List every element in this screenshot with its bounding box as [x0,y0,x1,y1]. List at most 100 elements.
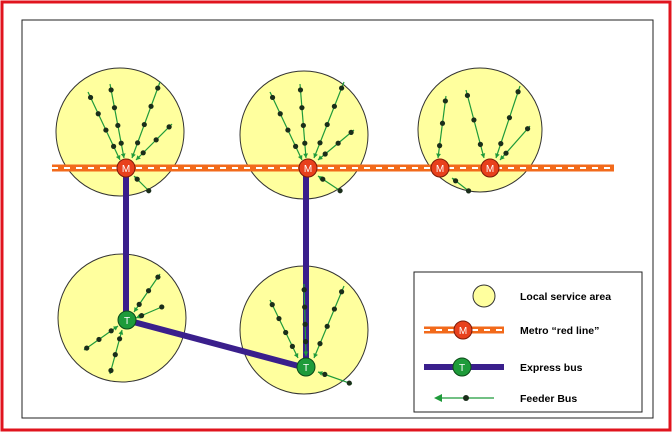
feeder-bus-stop [269,302,275,308]
legend-item-metro: M Metro “red line” [424,320,599,340]
feeder-arrowhead [318,155,323,160]
metro-station-icon: M [430,158,450,178]
feeder-bus-stop [140,150,146,156]
legend-box [413,271,643,413]
feeder-bus-stop [145,288,152,294]
feeder-bus-stop [331,103,337,109]
feeder-bus-stop [87,94,94,101]
feeder-bus-stop [331,306,337,312]
feeder-bus-stop [95,111,101,117]
feeder-bus-stop [337,188,343,194]
feeder-bus-stop [339,85,345,91]
legend-item-express: T Express bus [424,357,583,377]
feeder-bus-stop [159,304,165,310]
feeder-bus-stop [155,85,161,91]
express-bus-line [123,317,309,371]
metro-station-icon: M [116,158,136,178]
feeder-bus-stop [503,150,509,156]
feeder-arrowhead [297,155,303,160]
feeder-bus-stop [289,343,295,349]
feeder-bus-stop [115,122,121,129]
feeder-bus-stop [135,140,141,146]
express-station-label: T [124,316,130,327]
feeder-bus-stop [317,341,323,347]
feeder-arrowhead [113,326,118,331]
feeder-bus-routes [83,81,531,386]
feeder-bus-stop [300,122,306,129]
feeder-bus-stop [148,103,154,109]
legend-express-symbol: T [459,363,465,374]
feeder-bus-stop [108,367,114,374]
feeder-bus-stop [302,321,308,327]
metro-station-label: M [122,164,130,175]
feeder-bus-stop [283,329,289,336]
service-area-circle [417,67,543,193]
feeder-bus-stop [525,126,531,132]
feeder-bus-stop [335,140,341,146]
feeder-bus-stop [453,178,459,184]
feeder-bus-stop [437,143,443,149]
feeder-bus-stop [108,328,114,334]
feeder-arrowhead [303,153,309,158]
feeder-arrowhead [318,371,323,376]
feeder-bus-stop [302,140,308,146]
feeder-bus-stop [111,105,118,111]
feeder-bus-stop [324,121,330,128]
legend-label-express: Express bus [520,362,583,374]
feeder-bus-stop [471,117,477,123]
feeder-arrowhead [134,307,139,312]
feeder-arrowhead [303,351,309,356]
legend-item-feeder: Feeder Bus [434,393,577,405]
metro-station-label: M [304,164,312,175]
feeder-arrowhead [313,153,318,158]
feeder-bus-stop [118,140,124,146]
feeder-bus-stop [153,137,159,143]
feeder-bus-stop [103,127,109,133]
feeder-bus-stop [155,274,161,280]
express-bus-station-icon: T [117,310,137,330]
express-station-label: T [303,363,309,374]
express-stations: T T [117,310,316,377]
feeder-bus-stop [322,151,328,157]
feeder-arrowhead [120,153,126,158]
feeder-bus-stop [112,352,118,358]
service-area-circle [55,67,185,197]
feeder-route-line [131,81,161,159]
feeder-bus-stop [322,371,328,377]
service-area-circle-icon [472,284,496,308]
feeder-arrowhead [118,330,124,335]
metro-station-label: M [486,164,494,175]
feeder-route-line [313,81,345,159]
feeder-bus-stop [442,98,448,104]
feeder-bus-stop [269,94,276,101]
feeder-arrowhead [313,353,318,358]
feeder-bus-stop [439,120,446,126]
feeder-arrowhead [293,353,299,358]
feeder-arrowhead [436,153,441,158]
feeder-bus-stop [465,188,472,194]
legend-label-local-service-area: Local service area [520,291,611,303]
feeder-bus-stop [317,140,323,146]
feeder-bus-stop [84,345,90,351]
feeder-bus-stop [108,87,114,93]
feeder-bus-stop [146,188,152,194]
feeder-bus-stop [277,111,283,117]
feeder-arrowhead [495,153,500,158]
metro-station-icon: M [480,158,500,178]
feeder-bus-stop [285,127,291,133]
legend-label-metro: Metro “red line” [520,325,599,337]
feeder-bus-stop [320,176,326,182]
feeder-bus-stop [276,315,282,322]
feeder-bus-stop [297,87,304,93]
feeder-bus-stop [477,141,483,147]
feeder-bus-stop [324,323,330,329]
feeder-bus-stop [111,143,117,149]
express-bus-station-icon [452,357,472,377]
feeder-bus-stop [134,176,140,182]
feeder-bus-arrow-icon [434,394,494,402]
express-bus-station-icon: T [296,357,316,377]
feeder-bus-stop [299,105,305,111]
legend: Local service area M Metro “red line” T … [413,271,643,413]
